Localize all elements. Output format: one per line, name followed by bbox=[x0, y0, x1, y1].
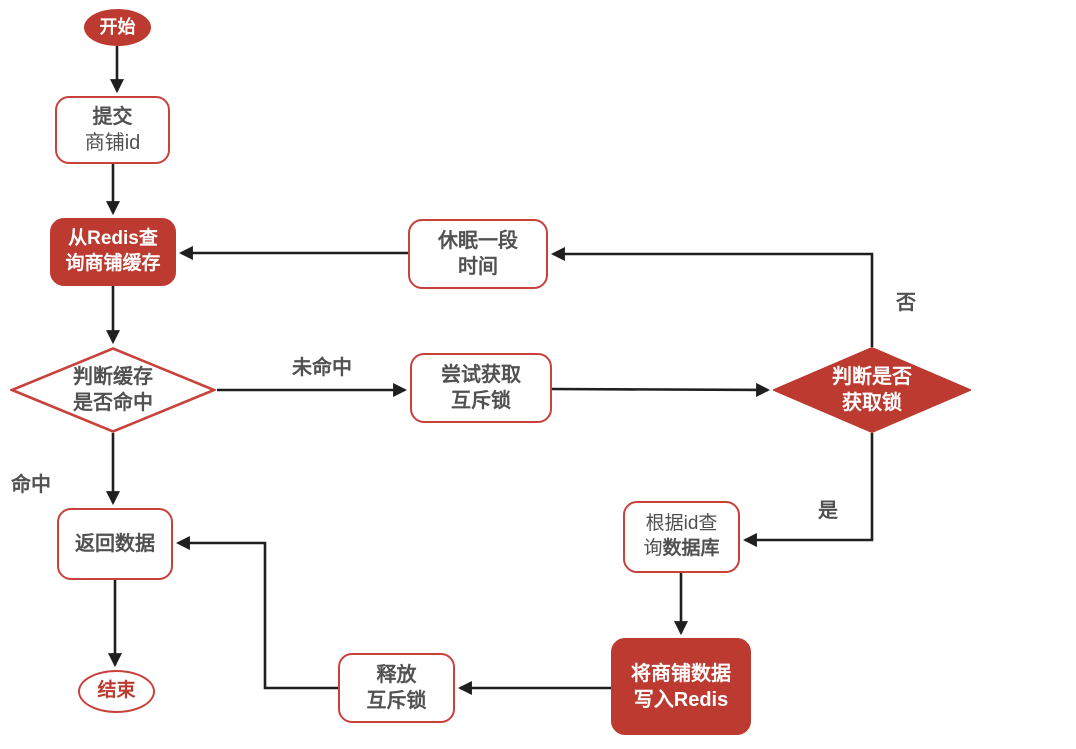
edge-label-yes: 是 bbox=[818, 500, 838, 522]
node-write-shop-data-to-redis: 将商铺数据 写入Redis bbox=[611, 638, 751, 735]
node-sleep-line1: 休眠一段 bbox=[438, 230, 518, 252]
node-write-redis-line1: 将商铺数据 bbox=[631, 662, 731, 685]
node-try-acquire-lock: 尝试获取 互斥锁 bbox=[410, 353, 552, 423]
node-query-redis-cache: 从Redis查 询商铺缓存 bbox=[50, 218, 176, 286]
node-query-db-line2-regular: 询 bbox=[643, 538, 663, 559]
node-query-redis-line2: 询商铺缓存 bbox=[65, 253, 161, 274]
node-query-db-line1: 根据id查 bbox=[645, 513, 718, 535]
node-end: 结束 bbox=[78, 670, 155, 713]
node-sleep: 休眠一段 时间 bbox=[408, 219, 548, 289]
edge-label-hit: 命中 bbox=[11, 474, 51, 496]
node-cache-hit-decision: 判断缓存 是否命中 bbox=[10, 347, 216, 433]
node-query-db-line2-bold: 数据库 bbox=[662, 538, 720, 559]
node-release-lock-line1: 释放 bbox=[376, 664, 417, 686]
node-write-redis-line2: 写入Redis bbox=[633, 688, 729, 711]
node-lock-acquired-decision: 判断是否 获取锁 bbox=[773, 347, 971, 433]
cache-hit-diamond-shape bbox=[10, 347, 216, 433]
node-submit-line1: 提交 bbox=[92, 106, 133, 128]
edge-release-lock-to-return bbox=[175, 535, 338, 690]
node-submit-line2: 商铺id bbox=[84, 132, 141, 154]
cache-hit-line2: 是否命中 bbox=[73, 392, 153, 414]
edge-lock-check-yes-to-query-db bbox=[742, 433, 874, 548]
cache-hit-line1: 判断缓存 bbox=[73, 366, 153, 388]
node-try-lock-line2: 互斥锁 bbox=[451, 390, 511, 412]
node-start-label: 开始 bbox=[99, 16, 136, 37]
node-release-lock: 释放 互斥锁 bbox=[338, 653, 455, 723]
node-submit-shop-id: 提交 商铺id bbox=[55, 96, 170, 164]
node-return-data-label: 返回数据 bbox=[75, 533, 155, 555]
edge-lock-check-no-to-sleep bbox=[550, 246, 874, 347]
node-query-redis-line1: 从Redis查 bbox=[68, 228, 158, 250]
node-release-lock-line2: 互斥锁 bbox=[366, 690, 427, 712]
lock-decision-line1: 判断是否 bbox=[832, 366, 912, 388]
edge-label-no: 否 bbox=[896, 292, 916, 314]
lock-decision-line2: 获取锁 bbox=[842, 392, 902, 414]
node-query-db-by-id: 根据id查 询数据库 bbox=[623, 501, 740, 573]
edge-try-lock-to-lock-check bbox=[551, 382, 771, 397]
node-return-data: 返回数据 bbox=[57, 508, 173, 580]
node-sleep-line2: 时间 bbox=[458, 256, 498, 278]
node-start: 开始 bbox=[84, 9, 151, 46]
edge-label-miss: 未命中 bbox=[292, 357, 352, 379]
node-try-lock-line1: 尝试获取 bbox=[441, 364, 521, 386]
node-end-label: 结束 bbox=[97, 680, 136, 702]
lock-decision-diamond-shape bbox=[773, 347, 971, 433]
